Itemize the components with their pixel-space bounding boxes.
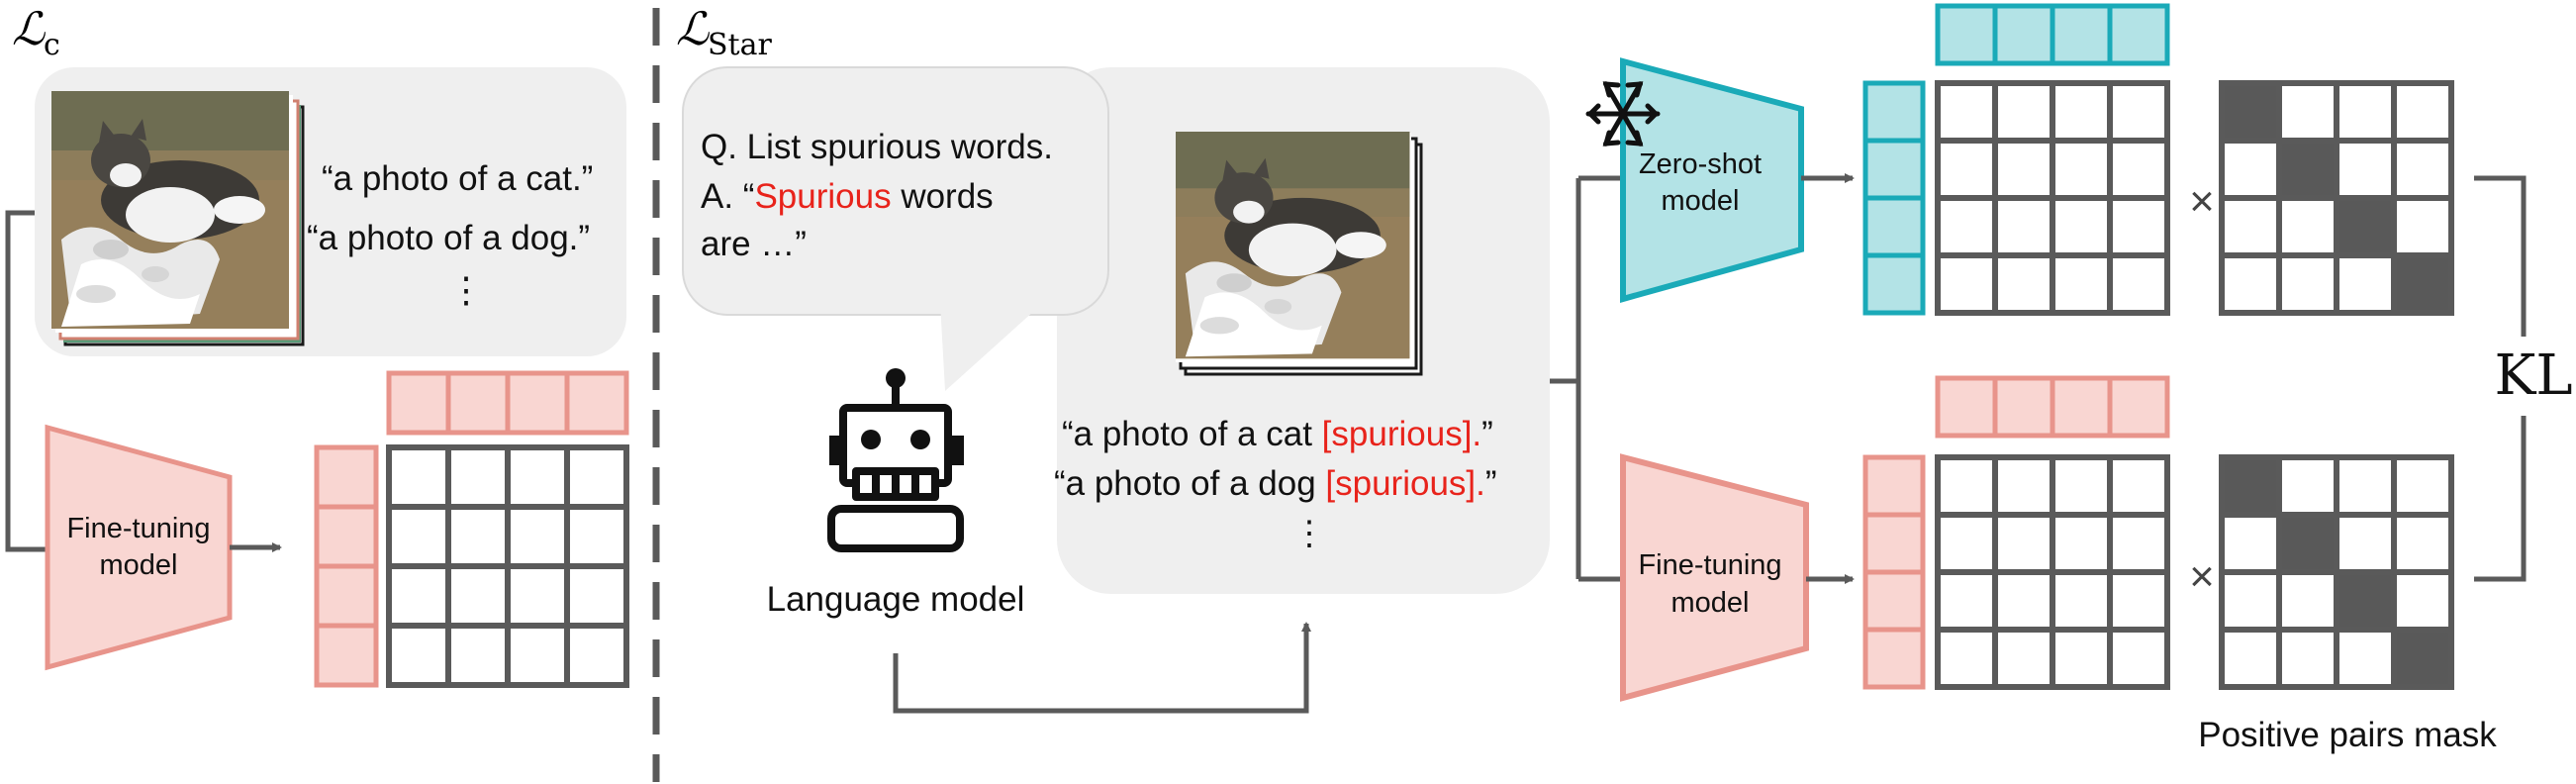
- left-text-embeddings: [386, 370, 629, 436]
- positive-mask-top: [2219, 80, 2454, 316]
- left-image-embeddings: [314, 444, 379, 688]
- right-finetune-model: [1620, 453, 1809, 702]
- zero-shot-label-1: Zero-shot: [1639, 148, 1762, 180]
- zero-shot-model: [1620, 57, 1804, 303]
- prompt-speech-bubble: [682, 66, 1109, 391]
- zero-shot-image-embeddings: [1862, 80, 1926, 316]
- zero-shot-text-embeddings: [1935, 3, 2170, 66]
- finetune-image-embeddings: [1862, 454, 1926, 690]
- prompt-line-2: A. “Spurious words: [701, 177, 994, 216]
- left-finetune-label-2: model: [100, 549, 178, 581]
- positive-pairs-mask-label: Positive pairs mask: [2198, 716, 2497, 754]
- finetune-text-embeddings: [1935, 375, 2170, 439]
- zero-shot-label-2: model: [1662, 185, 1740, 217]
- spurious-caption-ellipsis: ⋮: [1292, 515, 1326, 552]
- loss-c-symbol: ℒ: [12, 2, 46, 55]
- right-finetune-label-1: Fine-tuning: [1638, 549, 1781, 581]
- right-image-stack: [1176, 132, 1423, 376]
- snowflake-icon: [1585, 81, 1661, 147]
- finetune-similarity-grid: [1935, 454, 2170, 690]
- kl-label: KL: [2494, 343, 2572, 408]
- left-caption-ellipsis: ⋮: [448, 269, 484, 310]
- kl-bracket: [2474, 175, 2527, 582]
- prompt-line-1: Q. List spurious words.: [701, 128, 1053, 166]
- robot-icon: [827, 368, 964, 552]
- right-panel: ℒ Star Q. List spurious words. A. “Spuri…: [676, 2, 2573, 754]
- multiply-top: ×: [2189, 177, 2215, 226]
- language-model-label: Language model: [767, 580, 1025, 619]
- cat-photo: [51, 91, 289, 329]
- multiply-bottom: ×: [2189, 552, 2215, 601]
- loss-star-symbol: ℒ: [676, 2, 710, 55]
- left-caption-dog: “a photo of a dog.”: [307, 219, 590, 257]
- left-similarity-grid: [386, 444, 629, 688]
- zero-shot-similarity-grid: [1935, 80, 2170, 316]
- spurious-caption-cat: “a photo of a cat [spurious].”: [1062, 415, 1493, 453]
- positive-mask-bottom: [2219, 454, 2454, 690]
- left-panel: ℒ c “a photo of a cat.” “a photo of a do…: [5, 2, 629, 688]
- left-image-stack: [51, 91, 305, 346]
- prompt-line-3: are …”: [701, 225, 807, 263]
- left-flow-line: [5, 210, 48, 552]
- loss-c-subscript: c: [44, 28, 60, 62]
- spurious-caption-dog: “a photo of a dog [spurious].”: [1054, 464, 1497, 503]
- cat-photo-right: [1176, 132, 1410, 359]
- loss-star-subscript: Star: [708, 28, 772, 62]
- left-finetune-model: [45, 424, 233, 671]
- right-finetune-label-2: model: [1671, 587, 1750, 619]
- left-caption-cat: “a photo of a cat.”: [322, 159, 593, 198]
- left-finetune-label-1: Fine-tuning: [66, 513, 210, 544]
- lm-to-caption-arrow: [893, 622, 1311, 714]
